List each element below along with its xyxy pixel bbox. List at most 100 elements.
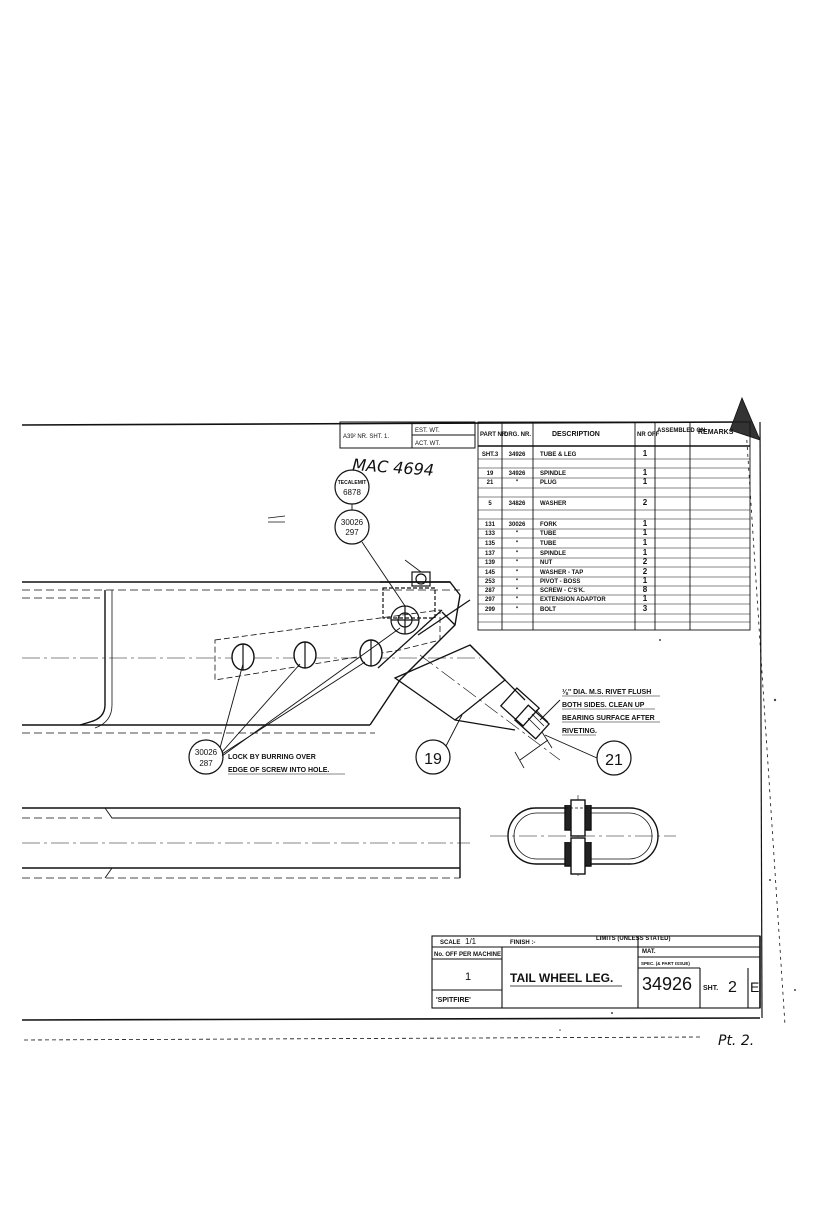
- oval-section-view: [490, 795, 676, 880]
- part-number-cell: 297: [485, 597, 496, 603]
- no-off-label: No. OFF PER MACHINE: [434, 952, 501, 958]
- spindle-assembly: [377, 599, 561, 761]
- description-cell: FORK: [540, 522, 558, 528]
- tecalemit-label: TECALEMIT: [338, 480, 367, 486]
- drawing-number-cell: ": [516, 588, 519, 594]
- quantity-cell: 1: [643, 519, 648, 528]
- rivet-note-line3: BEARING SURFACE AFTER: [562, 715, 655, 722]
- part-number-cell: 135: [485, 541, 496, 547]
- drawing-number-cell: ": [516, 607, 519, 613]
- part-19-callout: 19: [424, 751, 442, 768]
- part-number-cell: 133: [485, 531, 496, 537]
- header-remarks: REMARKS: [698, 429, 734, 436]
- description-cell: TUBE: [540, 531, 556, 537]
- callout-bubbles: [188, 469, 632, 776]
- lock-note-line2: EDGE OF SCREW INTO HOLE.: [228, 767, 329, 774]
- description-cell: BOLT: [540, 607, 556, 613]
- header-block: [339, 421, 476, 449]
- rivet-note-line1: ⅛" DIA. M.S. RIVET FLUSH: [562, 689, 651, 696]
- part-number-cell: 253: [485, 579, 496, 585]
- issue-letter: E: [750, 979, 759, 995]
- description-cell: SCREW - C'S'K.: [540, 588, 585, 594]
- description-cell: SPINDLE: [540, 471, 566, 477]
- drawing-number-cell: ": [516, 560, 519, 566]
- drawing-number-cell: ": [516, 551, 519, 557]
- act-wt-label: ACT. WT.: [415, 441, 440, 447]
- part-21-callout: 21: [605, 752, 623, 769]
- quantity-cell: 1: [643, 477, 648, 486]
- sheet-value: 2: [728, 979, 737, 996]
- part-number-cell: 137: [485, 551, 496, 557]
- parts-list-row: 139 " NUT 2: [485, 557, 648, 566]
- drawing-number-cell: ": [516, 541, 519, 547]
- scan-specks: [559, 639, 796, 1031]
- assy-sheet-label: A39² NR. SHT. 1.: [343, 434, 389, 440]
- drawing-number-cell: 30026: [509, 522, 526, 528]
- description-cell: TUBE: [540, 541, 556, 547]
- drawing-title: TAIL WHEEL LEG.: [510, 971, 613, 985]
- stray-mark: [267, 515, 286, 519]
- parts-list-row: 131 30026 FORK 1: [485, 519, 648, 528]
- part-number-cell: 19: [487, 471, 494, 477]
- quantity-cell: 1: [643, 538, 648, 547]
- part-number-cell: 21: [487, 480, 494, 486]
- drawing-number-cell: ": [516, 570, 519, 576]
- callout-leaders: [219, 504, 598, 759]
- quantity-cell: 2: [643, 498, 648, 507]
- parts-list-row: 135 " TUBE 1: [485, 538, 648, 547]
- quantity-cell: 2: [643, 567, 648, 576]
- quantity-cell: 1: [643, 576, 648, 585]
- est-wt-label: EST. WT.: [415, 428, 440, 434]
- description-cell: NUT: [540, 560, 553, 566]
- tecalemit-number: 6878: [343, 488, 361, 497]
- quantity-cell: 2: [643, 557, 648, 566]
- no-off-value: 1: [465, 971, 471, 983]
- scale-value: 1/1: [465, 937, 477, 946]
- ref-top-part: 297: [345, 528, 359, 537]
- quantity-cell: 8: [643, 585, 648, 594]
- page-reference-handwritten: Pt. 2.: [718, 1033, 754, 1049]
- part-number-cell: 287: [485, 588, 496, 594]
- spindle-dimension: [514, 731, 553, 769]
- drawing-number-cell: 34926: [509, 471, 526, 477]
- ref-bottom-part: 287: [199, 759, 213, 768]
- sheet-label: SHT.: [703, 985, 718, 992]
- part-number-cell: 131: [485, 522, 496, 528]
- description-cell: TUBE & LEG: [540, 452, 577, 458]
- quantity-cell: 1: [643, 528, 648, 537]
- spec-label: SPEC. (& PART ISSUE): [641, 961, 690, 966]
- drawing-number-cell: 34926: [509, 452, 526, 458]
- drawing-number: 34926: [642, 974, 692, 994]
- header-assembled-on: ASSEMBLED ON: [657, 428, 705, 434]
- drawing-number-cell: 34826: [509, 501, 526, 507]
- parts-list-row: 5 34826 WASHER 2: [488, 498, 647, 507]
- parts-list-grid: [477, 421, 751, 631]
- description-cell: WASHER - TAP: [540, 570, 583, 576]
- header-part-nr: PART NR.: [480, 432, 508, 438]
- parts-list-row: 287 " SCREW - C'S'K. 8: [485, 585, 648, 594]
- header-description: DESCRIPTION: [552, 431, 600, 438]
- description-cell: WASHER: [540, 501, 567, 507]
- quantity-cell: 3: [643, 604, 648, 613]
- quantity-cell: 1: [643, 594, 648, 603]
- quantity-cell: 1: [643, 468, 648, 477]
- drawing-number-cell: ": [516, 579, 519, 585]
- part-number-cell: 145: [485, 570, 496, 576]
- header-nr-off: NR OFF: [637, 432, 660, 438]
- part-number-cell: 5: [488, 501, 492, 507]
- quantity-cell: 1: [643, 449, 648, 458]
- rivet-note-line2: BOTH SIDES. CLEAN UP: [562, 702, 645, 709]
- finish-label: FINISH :-: [510, 940, 535, 946]
- parts-list-row: 19 34926 SPINDLE 1: [487, 468, 648, 477]
- part-number-cell: 139: [485, 560, 496, 566]
- parts-list-row: 145 " WASHER - TAP 2: [485, 567, 648, 576]
- limits-label: LIMITS (UNLESS STATED): [596, 936, 670, 942]
- aircraft-name: 'SPITFIRE': [436, 997, 471, 1004]
